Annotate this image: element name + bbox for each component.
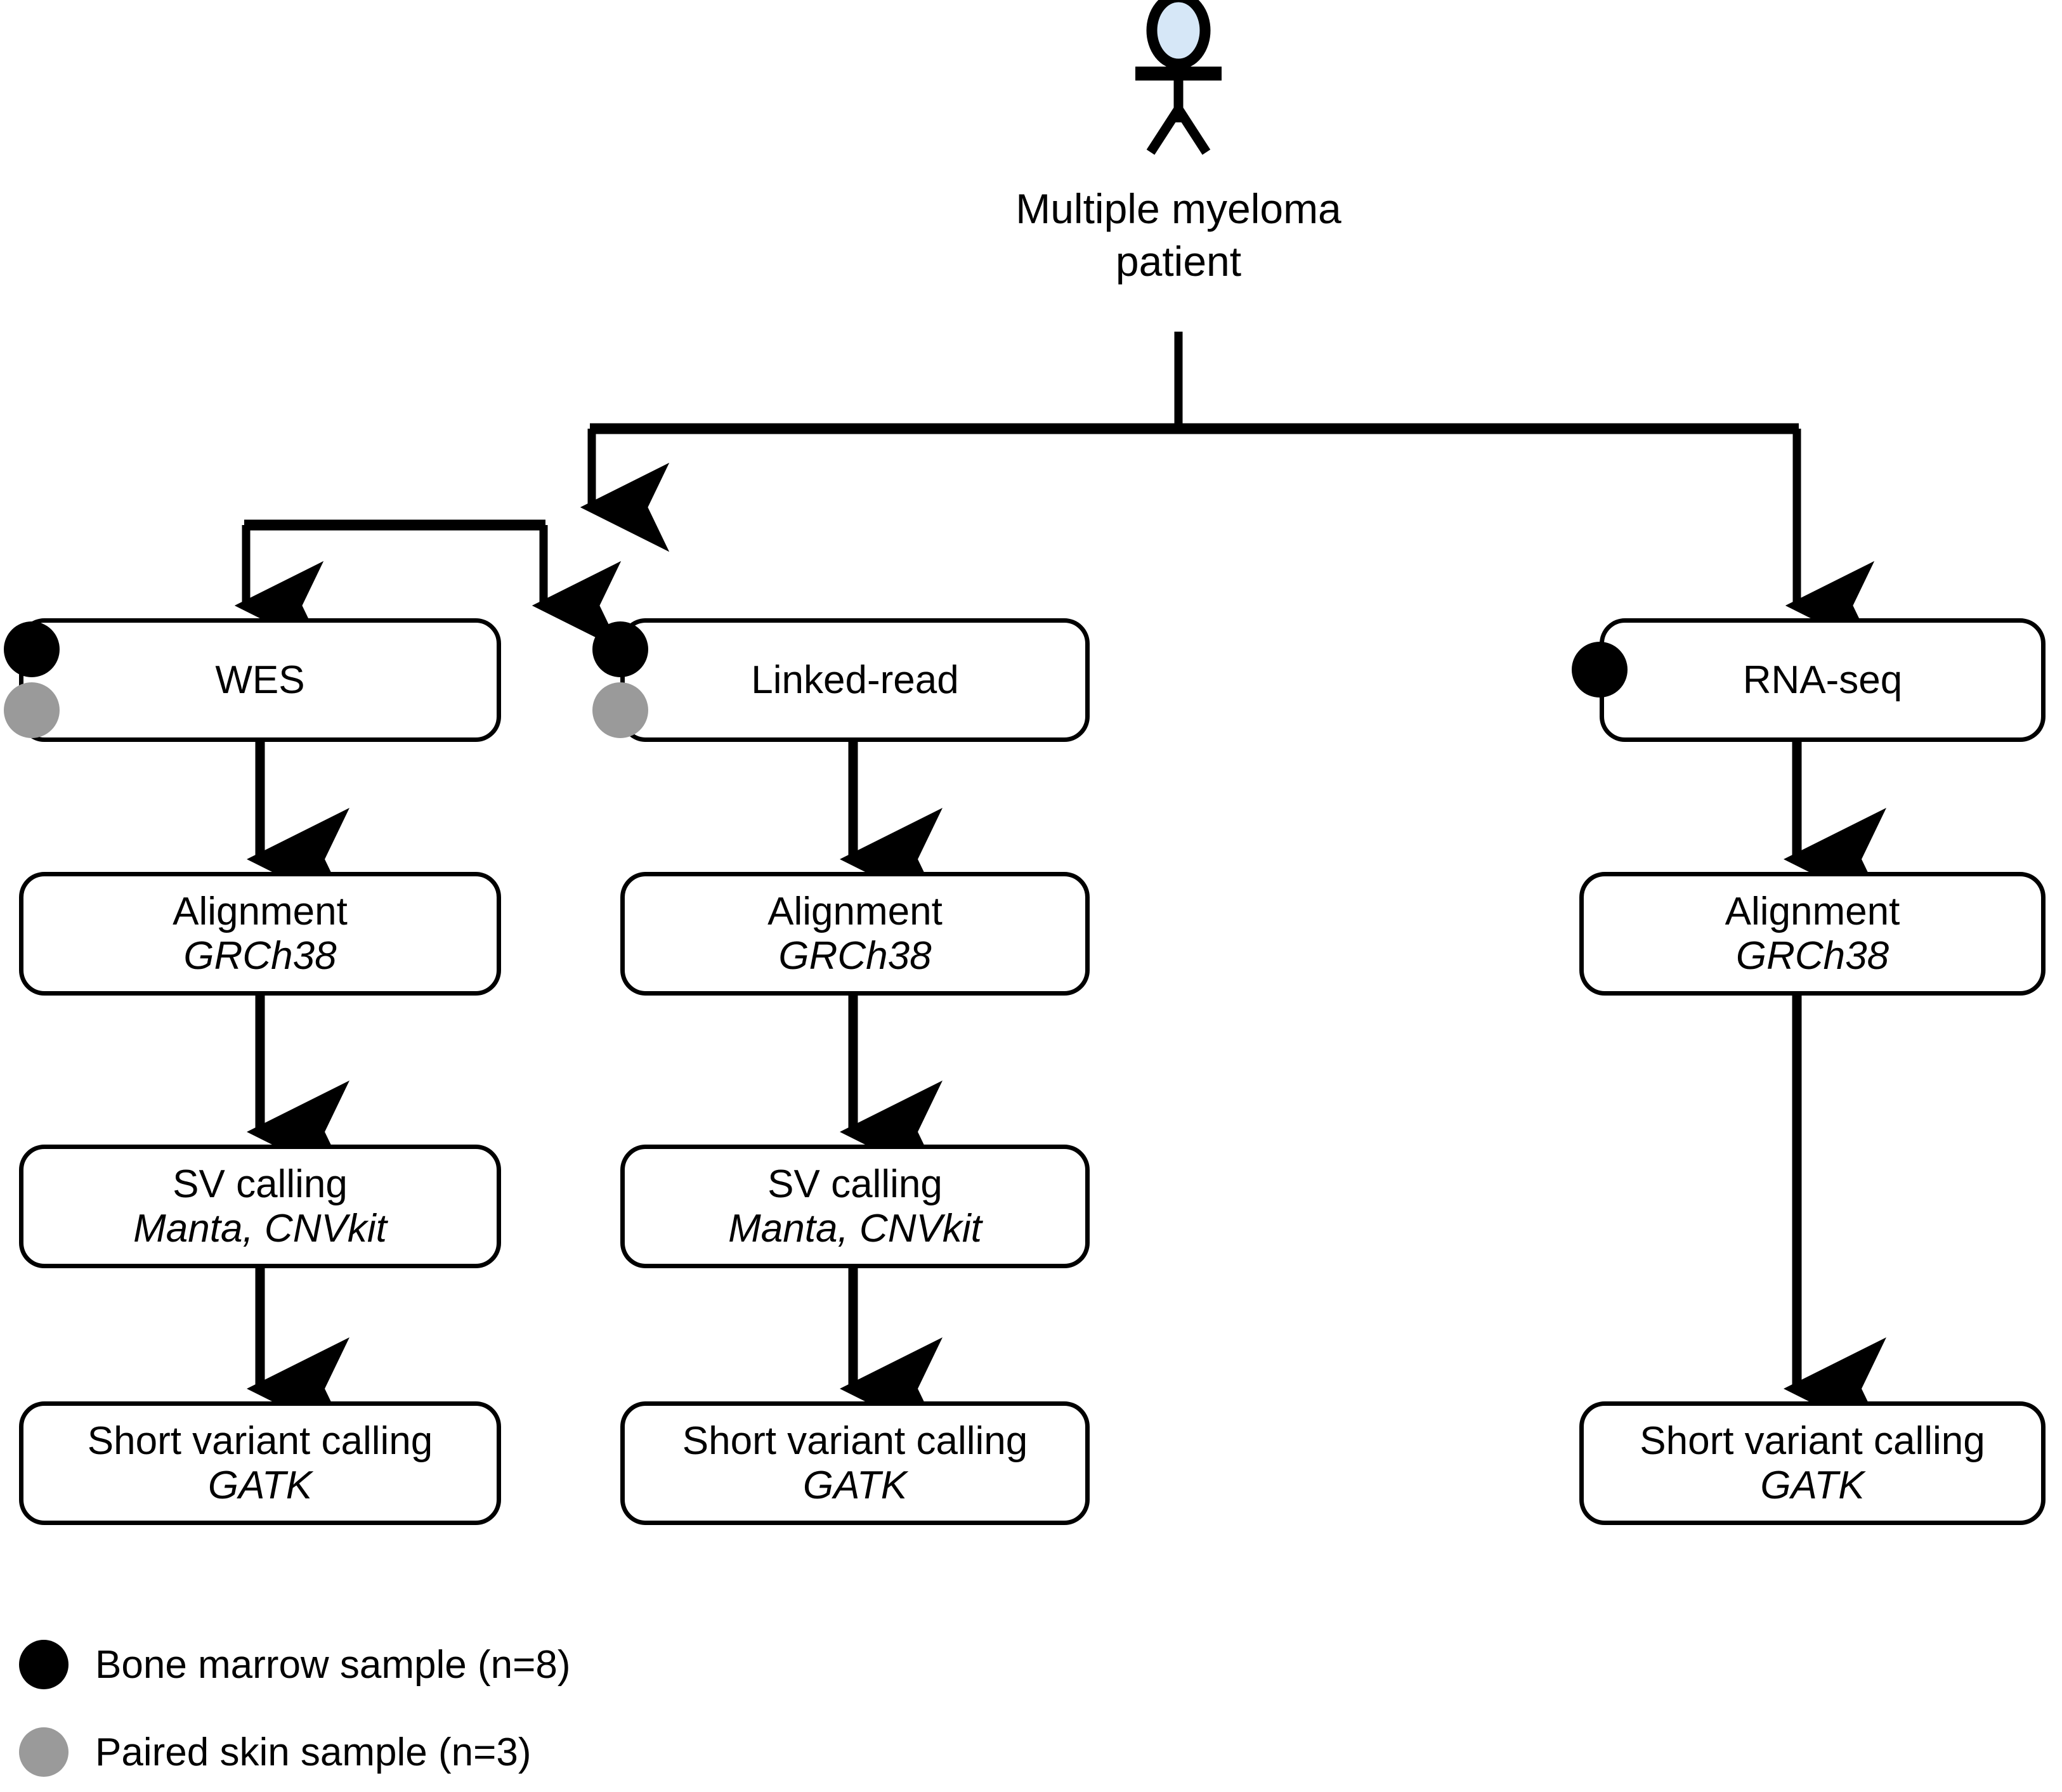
step-box-linked-read-sv-calling[interactable]: SV calling Manta, CNVkit	[620, 1145, 1090, 1268]
assay-title-linked-read: Linked-read	[751, 658, 959, 702]
actor-leg-left	[1146, 106, 1183, 155]
step-box-wes-sv-calling[interactable]: SV calling Manta, CNVkit	[19, 1145, 501, 1268]
legend-swatch-bone-marrow-icon	[19, 1640, 69, 1689]
patient-actor-icon	[1135, 0, 1222, 155]
step-box-wes-short-variant-calling[interactable]: Short variant calling GATK	[19, 1401, 501, 1525]
step-tool-linked-read-short-variant-calling: GATK	[802, 1463, 908, 1507]
step-title-wes-sv-calling: SV calling	[173, 1162, 348, 1207]
sample-dot-paired-skin-linked-read	[592, 682, 648, 738]
step-tool-rna-seq-alignment: GRCh38	[1735, 933, 1889, 978]
step-box-wes-alignment[interactable]: Alignment GRCh38	[19, 872, 501, 996]
legend-item-paired-skin: Paired skin sample (n=3)	[19, 1717, 780, 1787]
assay-box-linked-read[interactable]: Linked-read	[620, 618, 1090, 742]
step-tool-linked-read-sv-calling: Manta, CNVkit	[728, 1206, 982, 1250]
assay-title-rna-seq: RNA-seq	[1742, 658, 1903, 702]
legend-label-bone-marrow: Bone marrow sample (n=8)	[95, 1642, 571, 1687]
assay-box-wes[interactable]: WES	[19, 618, 501, 742]
step-box-rna-seq-short-variant-calling[interactable]: Short variant calling GATK	[1579, 1401, 2046, 1525]
assay-box-rna-seq[interactable]: RNA-seq	[1600, 618, 2046, 742]
step-title-linked-read-alignment: Alignment	[767, 890, 943, 934]
legend-item-bone-marrow: Bone marrow sample (n=8)	[19, 1630, 780, 1699]
step-title-linked-read-sv-calling: SV calling	[767, 1162, 943, 1207]
step-title-wes-alignment: Alignment	[173, 890, 348, 934]
sample-dot-bone-marrow-wes	[4, 621, 60, 677]
step-tool-linked-read-alignment: GRCh38	[778, 933, 932, 978]
step-title-rna-seq-short-variant-calling: Short variant calling	[1640, 1419, 1985, 1464]
actor-leg-right	[1174, 106, 1211, 155]
step-tool-wes-sv-calling: Manta, CNVkit	[133, 1206, 387, 1250]
sample-dot-bone-marrow-rna-seq	[1572, 642, 1628, 698]
sample-dot-bone-marrow-linked-read	[592, 621, 648, 677]
step-tool-rna-seq-short-variant-calling: GATK	[1760, 1463, 1865, 1507]
legend: Bone marrow sample (n=8) Paired skin sam…	[19, 1630, 780, 1792]
step-tool-wes-alignment: GRCh38	[183, 933, 337, 978]
step-title-rna-seq-alignment: Alignment	[1725, 890, 1900, 934]
step-title-linked-read-short-variant-calling: Short variant calling	[682, 1419, 1028, 1464]
assay-title-wes: WES	[215, 658, 305, 702]
sample-dot-paired-skin-wes	[4, 682, 60, 738]
patient-caption: Multiple myeloma patient	[1015, 185, 1341, 285]
step-title-wes-short-variant-calling: Short variant calling	[87, 1419, 433, 1464]
step-box-rna-seq-alignment[interactable]: Alignment GRCh38	[1579, 872, 2046, 996]
legend-label-paired-skin: Paired skin sample (n=3)	[95, 1730, 532, 1774]
actor-head-icon	[1146, 0, 1211, 70]
step-box-linked-read-alignment[interactable]: Alignment GRCh38	[620, 872, 1090, 996]
legend-swatch-paired-skin-icon	[19, 1727, 69, 1777]
step-box-linked-read-short-variant-calling[interactable]: Short variant calling GATK	[620, 1401, 1090, 1525]
step-tool-wes-short-variant-calling: GATK	[207, 1463, 313, 1507]
